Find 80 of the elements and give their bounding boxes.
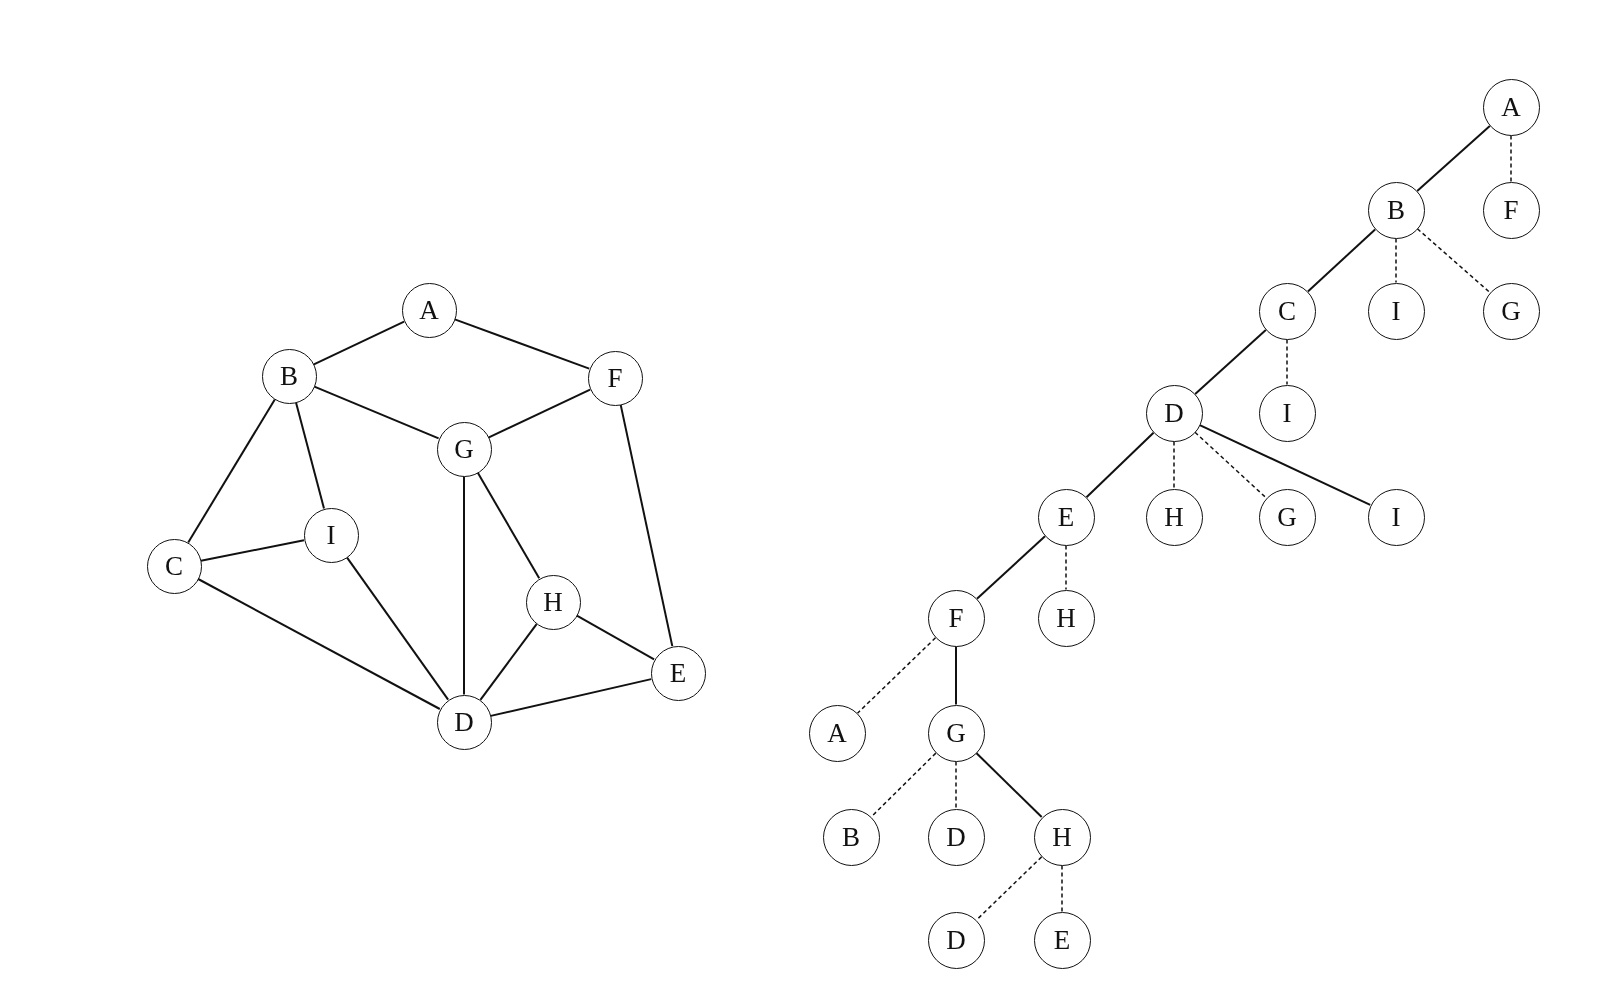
edge-line bbox=[345, 556, 450, 701]
vertex-label: B bbox=[1387, 196, 1405, 224]
vertex-label: G bbox=[1501, 297, 1521, 325]
graph-vertex-circle bbox=[1367, 488, 1425, 546]
vertex-label: C bbox=[1278, 297, 1296, 325]
vertex-label: D bbox=[1164, 399, 1184, 427]
vertex-label: D bbox=[946, 823, 966, 851]
vertex-label: I bbox=[326, 521, 336, 549]
edge-line bbox=[476, 471, 541, 580]
dashed-edge-line bbox=[1173, 440, 1175, 490]
vertex-label: H bbox=[1164, 503, 1184, 531]
vertex-label: I bbox=[1391, 297, 1401, 325]
edge-line bbox=[487, 388, 592, 439]
dashed-edge-line bbox=[870, 752, 937, 818]
edge-line bbox=[200, 539, 305, 562]
edge-line bbox=[1198, 424, 1372, 506]
dashed-edge-line bbox=[1416, 228, 1491, 293]
vertex-label: A bbox=[419, 296, 439, 324]
graph-vertex-circle bbox=[1258, 488, 1316, 546]
edge-line bbox=[1306, 228, 1377, 293]
vertex-label: F bbox=[1503, 196, 1519, 224]
graph-vertex-circle bbox=[927, 589, 985, 647]
vertex-label: E bbox=[669, 659, 687, 687]
vertex-label: C bbox=[165, 552, 183, 580]
graph-vertex-circle bbox=[1258, 282, 1316, 340]
dashed-edge-line bbox=[856, 637, 937, 714]
graph-vertex-circle bbox=[1482, 78, 1540, 136]
vertex-label: D bbox=[454, 708, 474, 736]
vertex-label: H bbox=[543, 588, 563, 616]
edge-line bbox=[197, 578, 441, 710]
edge-line bbox=[312, 320, 406, 366]
edge-line bbox=[479, 623, 538, 701]
vertex-label: A bbox=[1501, 93, 1521, 121]
graph-vertex-circle bbox=[808, 704, 866, 762]
edge-line bbox=[975, 752, 1043, 818]
graph-vertex-circle bbox=[1145, 384, 1203, 442]
vertex-label: D bbox=[946, 926, 966, 954]
dashed-edge-line bbox=[1395, 237, 1397, 284]
vertex-label: E bbox=[1053, 926, 1071, 954]
edge-line bbox=[463, 475, 465, 696]
graph-vertex-circle bbox=[1367, 181, 1425, 239]
dashed-edge-line bbox=[1510, 134, 1512, 183]
edge-line bbox=[575, 614, 656, 661]
edge-line bbox=[313, 385, 440, 440]
graph-vertex-circle bbox=[1033, 808, 1091, 866]
edge-line bbox=[1085, 431, 1155, 499]
edge-line bbox=[976, 535, 1046, 600]
graph-vertex-circle bbox=[1482, 282, 1540, 340]
dashed-edge-line bbox=[1286, 338, 1288, 386]
edge-line bbox=[187, 398, 276, 544]
vertex-label: G bbox=[946, 719, 966, 747]
vertex-label: G bbox=[454, 435, 474, 463]
edge-line bbox=[619, 403, 674, 648]
vertex-label: H bbox=[1052, 823, 1072, 851]
edge-line bbox=[955, 645, 957, 706]
dashed-edge-line bbox=[975, 856, 1043, 921]
vertex-label: B bbox=[842, 823, 860, 851]
edge-line bbox=[1416, 125, 1491, 192]
graph-vertex-circle bbox=[436, 421, 492, 477]
graph-vertex-circle bbox=[927, 704, 985, 762]
vertex-label: I bbox=[1391, 503, 1401, 531]
edge-line bbox=[453, 318, 591, 370]
vertex-label: F bbox=[607, 364, 623, 392]
dashed-edge-line bbox=[1061, 864, 1063, 913]
graph-vertex-circle bbox=[1037, 488, 1095, 546]
edge-line bbox=[1194, 329, 1267, 395]
graph-vertex-circle bbox=[525, 574, 581, 630]
edge-line bbox=[489, 678, 653, 717]
dashed-edge-line bbox=[1194, 431, 1267, 499]
vertex-label: H bbox=[1056, 604, 1076, 632]
edge-line bbox=[295, 401, 325, 510]
vertex-label: A bbox=[827, 719, 847, 747]
vertex-label: E bbox=[1057, 503, 1075, 531]
vertex-label: I bbox=[1282, 399, 1292, 427]
dashed-edge-line bbox=[1065, 544, 1067, 591]
vertex-label: G bbox=[1277, 503, 1297, 531]
vertex-label: F bbox=[948, 604, 964, 632]
dashed-edge-line bbox=[955, 760, 957, 810]
vertex-label: B bbox=[280, 362, 298, 390]
graph-vertex-circle bbox=[822, 808, 880, 866]
